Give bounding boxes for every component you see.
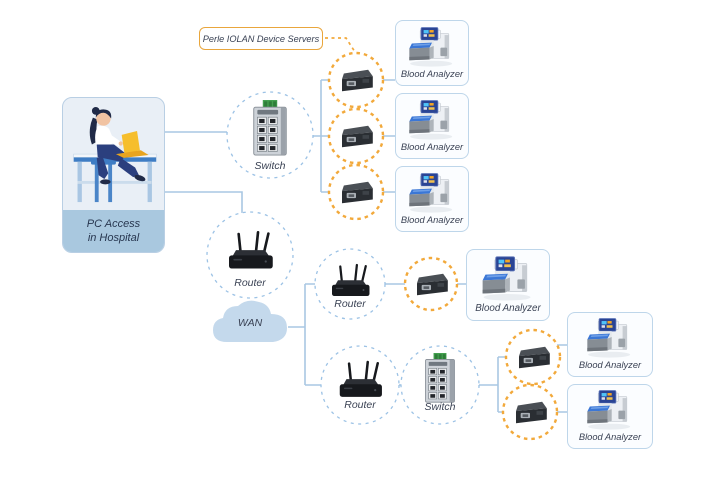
perle-label-connector: [325, 37, 356, 53]
blood-analyzer-card: Blood Analyzer: [466, 249, 550, 321]
blood-analyzer-card: Blood Analyzer: [395, 93, 469, 159]
pc-card-caption: PC Access in Hospital: [63, 210, 164, 252]
blood-analyzer-label: Blood Analyzer: [400, 69, 464, 79]
connector-device-servers-to-analyzers: [383, 79, 395, 193]
wireless-router-icon: [333, 358, 387, 402]
device-server-icon: [514, 343, 552, 371]
ethernet-switch-icon: [422, 353, 458, 403]
pc-access-card: PC Access in Hospital: [62, 97, 165, 253]
blood-analyzer-card: Blood Analyzer: [567, 384, 653, 449]
switch2-label: Switch: [424, 401, 456, 413]
wan-cloud: WAN: [205, 294, 295, 350]
person-at-desk-illustration: [66, 102, 162, 210]
device-server-icon: [337, 178, 375, 206]
blood-analyzer-label: Blood Analyzer: [578, 360, 642, 370]
blood-analyzer-icon: [585, 388, 635, 430]
blood-analyzer-card: Blood Analyzer: [395, 166, 469, 232]
blood-analyzer-icon: [585, 316, 635, 358]
pc-card-caption-line2: in Hospital: [87, 232, 140, 244]
wan-label: WAN: [237, 317, 263, 330]
blood-analyzer-label: Blood Analyzer: [400, 142, 464, 152]
blood-analyzer-label: Blood Analyzer: [578, 432, 642, 442]
perle-iolan-label-text: Perle IOLAN Device Servers: [202, 33, 320, 44]
connector-pc-to-router: [165, 191, 243, 213]
switch1-label: Switch: [254, 160, 286, 172]
router2-label: Router: [334, 298, 366, 310]
wireless-router-icon: [326, 261, 374, 301]
blood-analyzer-card: Blood Analyzer: [567, 312, 653, 377]
connector-wan-to-routers: [288, 283, 321, 386]
device-server-icon: [337, 122, 375, 150]
router3-label: Router: [344, 399, 376, 411]
blood-analyzer-label: Blood Analyzer: [475, 303, 541, 314]
device-server-icon: [511, 398, 549, 426]
pc-card-caption-line1: PC Access: [86, 217, 141, 230]
device-server-icon: [412, 270, 450, 298]
blood-analyzer-icon: [408, 25, 456, 67]
wireless-router-icon: [222, 229, 278, 273]
blood-analyzer-icon: [481, 254, 535, 301]
connector-switch-to-device-servers: [313, 79, 329, 193]
device-server-icon: [337, 66, 375, 94]
blood-analyzer-card: Blood Analyzer: [395, 20, 469, 86]
connector-bottom-device-servers-to-analyzers: [557, 344, 567, 413]
blood-analyzer-label: Blood Analyzer: [400, 215, 464, 225]
blood-analyzer-icon: [408, 171, 456, 213]
connector-switch2-to-device-servers: [478, 356, 506, 413]
ethernet-switch-icon: [250, 100, 290, 156]
blood-analyzer-icon: [408, 98, 456, 140]
perle-iolan-label: Perle IOLAN Device Servers: [199, 27, 323, 50]
router1-label: Router: [234, 277, 266, 289]
